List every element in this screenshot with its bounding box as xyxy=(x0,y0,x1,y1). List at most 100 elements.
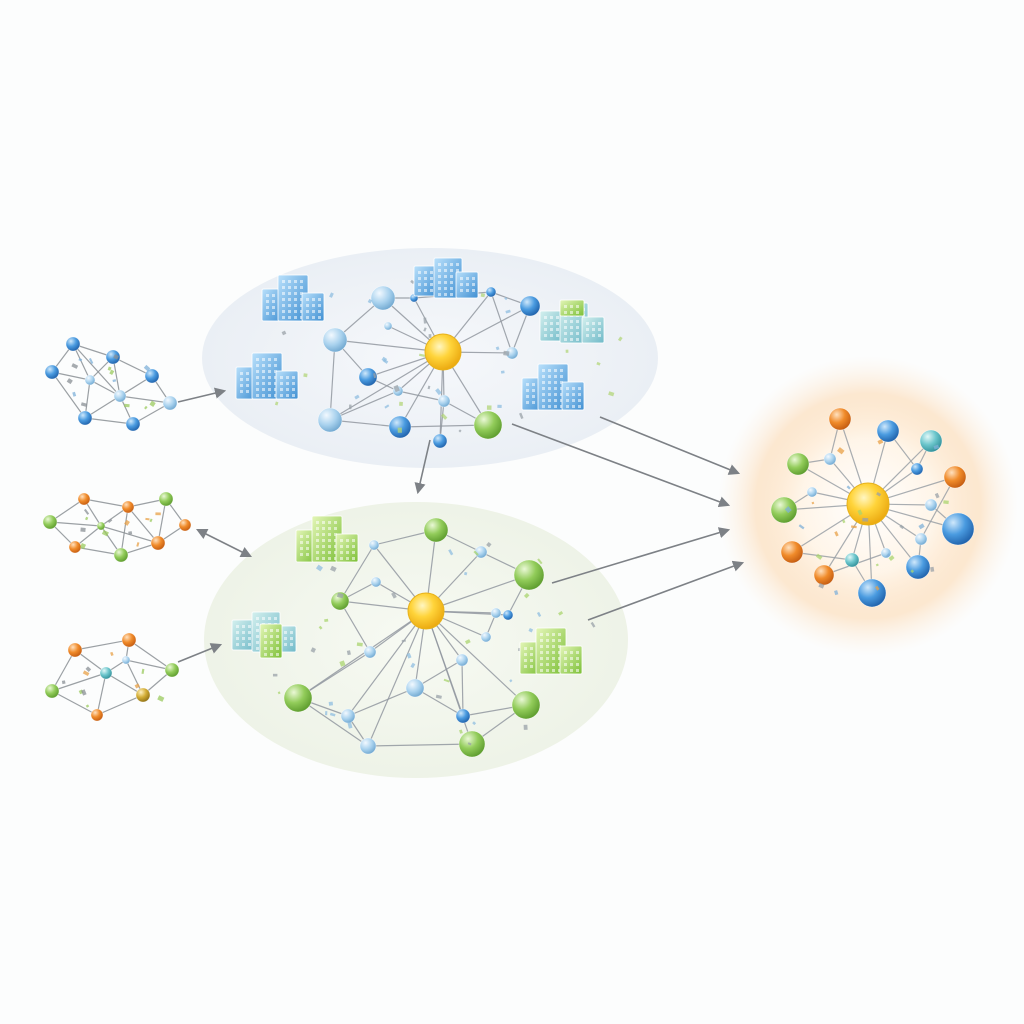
data-fragment xyxy=(373,372,377,379)
building-window xyxy=(288,292,291,295)
building-window xyxy=(294,304,297,307)
building-window xyxy=(346,557,349,560)
building-window xyxy=(322,557,325,560)
data-fragment xyxy=(943,500,949,505)
network-node xyxy=(96,521,106,531)
data-fragment xyxy=(523,592,530,599)
data-fragment xyxy=(85,666,92,672)
data-fragment xyxy=(157,695,165,702)
building-window xyxy=(290,631,293,634)
building-window xyxy=(542,381,545,384)
network-node xyxy=(358,367,378,387)
data-fragment xyxy=(336,592,344,599)
network-node xyxy=(474,545,488,559)
building-window xyxy=(270,647,273,650)
network-node xyxy=(437,394,451,408)
building-window xyxy=(240,384,243,387)
network-edge xyxy=(490,291,513,354)
network-node xyxy=(283,683,313,713)
building-window xyxy=(312,310,315,313)
data-fragment xyxy=(930,566,935,572)
network-edge xyxy=(51,371,86,419)
data-fragment xyxy=(367,298,373,304)
building-window xyxy=(540,639,543,642)
building-window xyxy=(248,643,251,646)
building-window xyxy=(352,545,355,548)
building-window xyxy=(294,316,297,319)
data-fragment xyxy=(536,611,542,617)
network-edge xyxy=(49,521,102,527)
network-node xyxy=(876,419,900,443)
network-node xyxy=(77,410,93,426)
building-window xyxy=(284,631,287,634)
data-fragment xyxy=(419,353,426,357)
network-node xyxy=(943,465,967,489)
building-window xyxy=(570,669,573,672)
data-fragment xyxy=(876,491,882,497)
building-window xyxy=(246,372,249,375)
building-window xyxy=(556,334,559,337)
building-window xyxy=(542,369,545,372)
data-fragment xyxy=(85,704,90,708)
data-fragment xyxy=(66,378,73,385)
data-fragment xyxy=(329,292,334,298)
network-node xyxy=(844,552,860,568)
upper-building-3 xyxy=(235,352,299,400)
network-node xyxy=(423,517,449,543)
data-fragment xyxy=(83,508,90,515)
building-window xyxy=(246,384,249,387)
network-node xyxy=(857,578,887,608)
data-fragment xyxy=(109,369,115,376)
building-window xyxy=(306,304,309,307)
arrow-left-bottom-to-lower xyxy=(177,643,223,663)
network-edge xyxy=(96,694,144,716)
building-window xyxy=(576,663,579,666)
building-window xyxy=(282,292,285,295)
data-fragment xyxy=(281,330,287,336)
building-window xyxy=(532,395,535,398)
network-edge xyxy=(83,498,129,508)
building-window xyxy=(264,635,267,638)
data-fragment xyxy=(933,444,940,450)
building-window xyxy=(266,300,269,303)
building-window xyxy=(282,310,285,313)
network-node xyxy=(383,321,393,331)
building-window xyxy=(450,269,453,272)
network-node xyxy=(135,687,151,703)
data-fragment xyxy=(523,724,528,730)
upper-cluster-network xyxy=(317,285,541,449)
data-fragment xyxy=(798,524,805,530)
building-window xyxy=(248,637,251,640)
building-window xyxy=(456,269,459,272)
data-fragment xyxy=(464,639,471,645)
building-window xyxy=(546,645,549,648)
building-window xyxy=(300,541,303,544)
data-fragment xyxy=(382,358,389,364)
network-node xyxy=(473,410,503,440)
building-window xyxy=(268,382,271,385)
building-window xyxy=(544,328,547,331)
building-window xyxy=(286,376,289,379)
data-fragment xyxy=(399,401,403,406)
network-node xyxy=(121,500,135,514)
building-window xyxy=(558,639,561,642)
arrow-left-top-to-upper xyxy=(177,387,227,403)
building-window xyxy=(240,378,243,381)
building-window xyxy=(558,645,561,648)
data-fragment xyxy=(134,683,140,689)
network-node xyxy=(924,498,938,512)
building-window xyxy=(552,645,555,648)
building-window xyxy=(556,328,559,331)
building-window xyxy=(466,289,469,292)
building-window xyxy=(316,539,319,542)
upper-building-5 xyxy=(521,363,585,411)
building-window xyxy=(322,545,325,548)
building-window xyxy=(266,294,269,297)
building-window xyxy=(444,269,447,272)
network-node xyxy=(125,416,141,432)
network-edge xyxy=(157,498,167,544)
building-window xyxy=(306,547,309,550)
data-fragment xyxy=(862,517,869,522)
network-node xyxy=(828,407,852,431)
data-fragment xyxy=(155,512,161,516)
